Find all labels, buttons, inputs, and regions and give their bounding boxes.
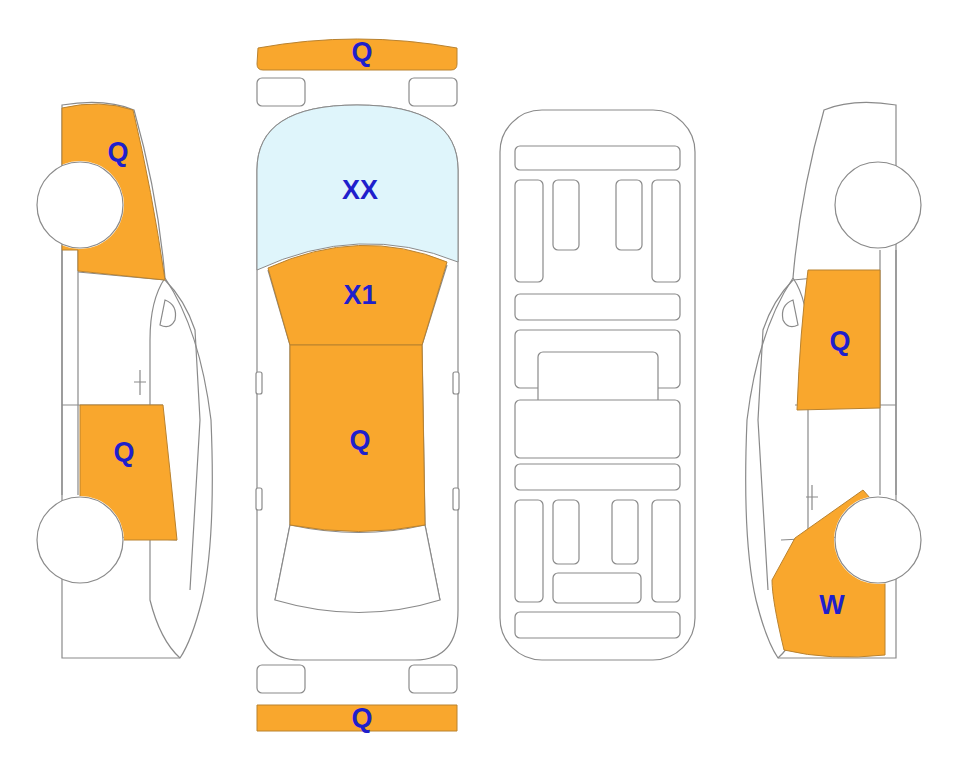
- handle: [256, 488, 262, 510]
- sill-line: [880, 250, 896, 495]
- mirror: [256, 372, 262, 394]
- mirror: [453, 372, 459, 394]
- underside-part: [515, 500, 543, 602]
- taillight: [257, 665, 305, 693]
- underside-parts: [515, 146, 680, 638]
- window-line: [758, 280, 793, 590]
- underside-part: [515, 146, 680, 170]
- rear-quarter-right: W: [770, 488, 887, 661]
- rear-window: [275, 525, 440, 613]
- door-right: Q: [795, 268, 882, 412]
- underside-part: [515, 400, 680, 458]
- mirror: [160, 300, 176, 327]
- underside-part: [652, 180, 680, 282]
- panel-fill: [772, 490, 885, 657]
- underside-part: [553, 500, 579, 564]
- car-underside: [500, 110, 695, 660]
- damage-code: Q: [829, 328, 850, 355]
- roof: Q: [285, 343, 427, 535]
- window-line: [165, 280, 200, 590]
- underside-part: [515, 464, 680, 490]
- damage-code: Q: [351, 705, 372, 732]
- panel-fill: [257, 705, 457, 731]
- panel-fill: [290, 345, 425, 532]
- underside-part: [616, 180, 642, 250]
- rear-bumper: Q: [255, 703, 459, 733]
- front-bumper: Q: [255, 34, 460, 72]
- car-side-left: [37, 102, 212, 658]
- taillight: [409, 665, 457, 693]
- damage-code: XX: [342, 177, 378, 204]
- panel-fill: [797, 270, 880, 410]
- front-fender-left: Q: [60, 98, 168, 282]
- mirror: [782, 300, 798, 327]
- panel-fill: [62, 104, 165, 280]
- damage-code: W: [819, 592, 844, 619]
- sill-line: [62, 250, 78, 495]
- handle: [453, 488, 459, 510]
- car-body-top: [257, 105, 458, 660]
- underside-part: [553, 180, 579, 250]
- car-side-right: [746, 102, 921, 658]
- hood-area: X1: [266, 224, 450, 348]
- wheel: [835, 162, 921, 248]
- panel-shape: [78, 403, 179, 543]
- damage-code: Q: [107, 139, 128, 166]
- underside-part: [515, 612, 680, 638]
- panel-fill: [80, 405, 177, 540]
- underside-part: [515, 294, 680, 320]
- panel-shape: [60, 98, 168, 282]
- panel-shape: [770, 488, 887, 661]
- headlight: [409, 78, 457, 106]
- damage-code: Q: [351, 39, 372, 66]
- damage-code: Q: [113, 439, 134, 466]
- underside-part: [515, 180, 543, 282]
- panel-fill: [268, 245, 447, 345]
- rear-door-left: Q: [78, 403, 179, 543]
- panel-fill: [257, 39, 457, 70]
- headlight: [257, 78, 305, 106]
- damage-code: X1: [343, 282, 376, 309]
- underside-part: [553, 573, 641, 603]
- damage-code: Q: [349, 427, 370, 454]
- underside-part: [612, 500, 638, 564]
- underside-part: [652, 500, 680, 602]
